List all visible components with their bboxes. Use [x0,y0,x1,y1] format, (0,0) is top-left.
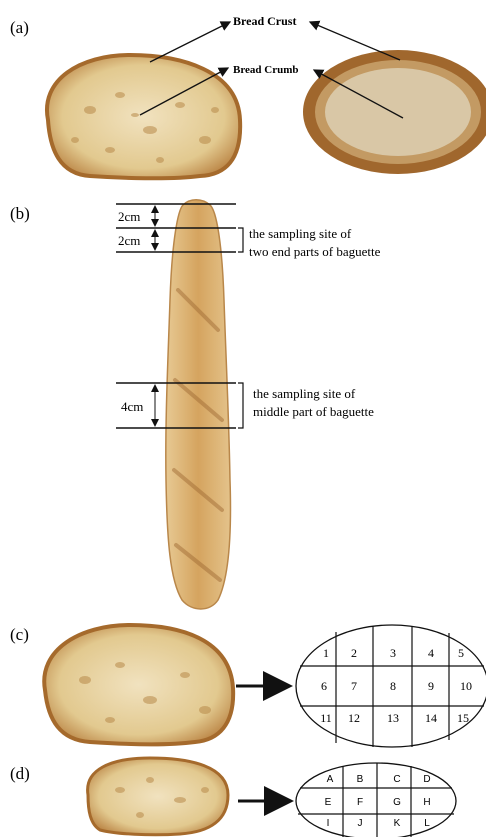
grid-cell-J: J [358,818,363,829]
panel-c-label: (c) [10,625,29,644]
grid-cell-5: 5 [458,646,464,660]
grid-cell-12: 12 [348,711,360,725]
measure-end-1: 2cm [118,209,140,224]
panel-a: (a) Bread Crust Bread Crumb [10,14,486,178]
grid-cell-I: I [327,818,330,829]
measure-end-2: 2cm [118,233,140,248]
grid-cell-13: 13 [387,711,399,725]
grid-cell-E: E [325,797,332,808]
grid-d: A B C D E F G H I J K L [296,763,456,837]
grid-cell-2: 2 [351,646,357,660]
crust-arrow-right [310,22,400,60]
panel-b: (b) 2cm 2cm 4cm [10,200,381,609]
grid-cell-G: G [393,797,401,808]
end-bracket [238,228,243,252]
grid-cell-D: D [423,774,430,785]
grid-cell-3: 3 [390,646,396,660]
grid-cell-H: H [423,797,430,808]
grid-cell-B: B [357,774,364,785]
panel-c: (c) 1 2 3 4 5 6 7 8 9 [10,625,486,747]
end-site-text-1: the sampling site of [249,226,352,241]
middle-site-text-1: the sampling site of [253,386,356,401]
bread-crust-label: Bread Crust [233,14,296,28]
grid-cell-C: C [393,774,400,785]
panel-a-label: (a) [10,18,29,37]
grid-cell-A: A [327,774,334,785]
crust-crumb-schematic [303,50,486,174]
measure-middle: 4cm [121,399,143,414]
grid-cell-1: 1 [323,646,329,660]
grid-cell-11: 11 [320,711,332,725]
bread-slice-a [47,55,240,178]
bread-slice-d [88,758,228,835]
grid-cell-9: 9 [428,679,434,693]
middle-bracket [238,383,243,428]
bread-crumb-label: Bread Crumb [233,64,299,76]
crust-arrow-left [150,22,230,62]
panel-d-label: (d) [10,764,30,783]
grid-cell-8: 8 [390,679,396,693]
middle-site-text-2: middle part of baguette [253,404,374,419]
grid-cell-15: 15 [457,711,469,725]
grid-cell-6: 6 [321,679,327,693]
grid-c: 1 2 3 4 5 6 7 8 9 10 11 12 13 14 15 [296,625,486,747]
grid-cell-L: L [424,818,430,829]
panel-b-label: (b) [10,204,30,223]
grid-cell-K: K [394,818,401,829]
grid-cell-14: 14 [425,711,437,725]
grid-cell-7: 7 [351,679,357,693]
grid-cell-4: 4 [428,646,434,660]
end-site-text-2: two end parts of baguette [249,244,381,259]
panel-d: (d) A B C D E F G H I J [10,758,456,837]
bread-slice-c [44,625,233,744]
grid-cell-F: F [357,797,363,808]
baguette-photo [166,200,231,609]
grid-cell-10: 10 [460,679,472,693]
